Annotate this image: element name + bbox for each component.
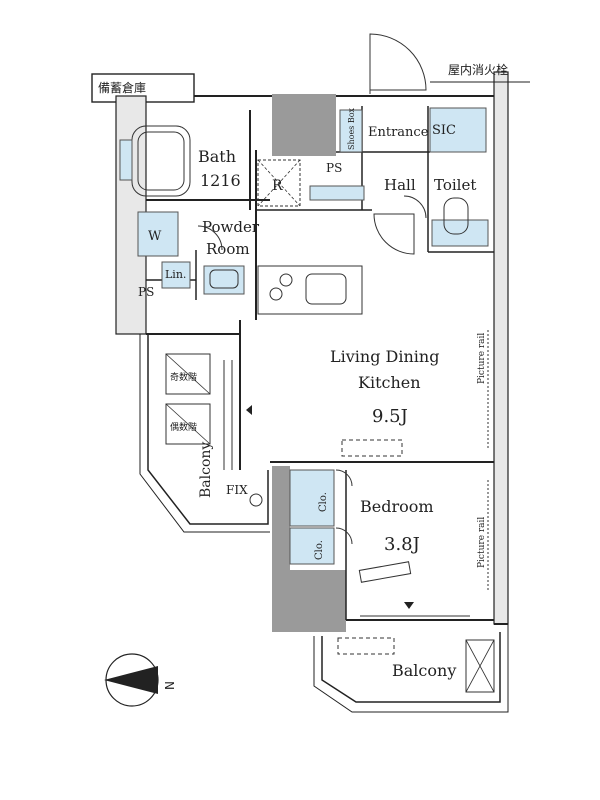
bedroom-label: Bedroom <box>360 497 434 516</box>
stove-burner-2 <box>269 287 283 301</box>
balcony-overhead <box>337 637 395 655</box>
powder-basin <box>209 269 239 289</box>
shoes-box <box>339 109 363 153</box>
bedroom-size-label: 3.8J <box>384 534 420 555</box>
fix-label: FIX <box>226 483 248 497</box>
ldk-label-1: Living Dining <box>330 347 439 366</box>
toilet-label: Toilet <box>434 176 476 194</box>
shoes-box-label: Shoes Box <box>347 107 356 150</box>
bath-label: Bath <box>198 147 236 166</box>
hall-label: Hall <box>384 176 416 194</box>
stove-burner-1 <box>279 273 293 287</box>
toilet-counter <box>431 219 489 247</box>
powder-label: Powder <box>202 218 260 236</box>
doors <box>197 33 427 545</box>
north-arrow <box>104 653 159 707</box>
balcony-label-left: Balcony <box>198 442 214 498</box>
ldk-size-label: 9.5J <box>372 406 408 427</box>
refrigerator-label: R <box>272 178 283 194</box>
ldk-overhead <box>341 439 403 457</box>
ps-label-left: PS <box>138 285 154 299</box>
sic-closet <box>429 107 487 153</box>
closet-upper <box>289 469 335 527</box>
bath-faucet <box>119 139 133 181</box>
sic-label: SIC <box>432 123 456 138</box>
fire-hydrant-label: 屋内消火栓 <box>448 62 508 77</box>
toilet-bowl <box>443 197 469 235</box>
linen-label: Lin. <box>165 268 186 281</box>
balcony-left <box>139 334 270 533</box>
ldk-label-2: Kitchen <box>358 373 421 392</box>
powder-sink <box>203 265 245 295</box>
outdoor-unit-odd-label: 奇数階 <box>170 371 197 383</box>
pipe-shaft-top <box>272 94 336 156</box>
ps-counter <box>309 185 365 201</box>
kitchen-counter <box>257 265 363 315</box>
closet-lower <box>289 527 335 565</box>
window-marker-ldk <box>246 405 252 415</box>
outdoor-unit-even-label: 偶数階 <box>170 421 197 433</box>
entrance-label: Entrance <box>368 125 429 140</box>
bedroom-vent <box>358 561 412 583</box>
refrigerator-space <box>257 159 301 207</box>
pipe-shaft-bottom <box>272 570 346 632</box>
bath-size-label: 1216 <box>200 171 241 190</box>
bathtub-inner <box>137 131 185 191</box>
powder-room-label: Room <box>206 240 250 258</box>
picture-rail-label-bedroom: Picture rail <box>477 517 487 568</box>
north-label: N <box>163 681 177 690</box>
linen-closet <box>161 261 191 289</box>
balcony-bottom <box>313 624 509 713</box>
washer-space <box>137 211 179 257</box>
storage-label: 備蓄倉庫 <box>98 80 146 95</box>
balcony-label-bottom: Balcony <box>392 661 456 680</box>
closet-label-upper: Clo. <box>318 492 329 512</box>
washer-label: W <box>148 229 162 244</box>
ps-label-top: PS <box>326 161 342 175</box>
kitchen-sink <box>305 273 347 305</box>
window-marker-bedroom <box>404 602 414 609</box>
closet-label-lower: Clo. <box>314 540 325 560</box>
exterior-walls <box>91 71 530 625</box>
picture-rail-label-ldk: Picture rail <box>477 333 487 384</box>
